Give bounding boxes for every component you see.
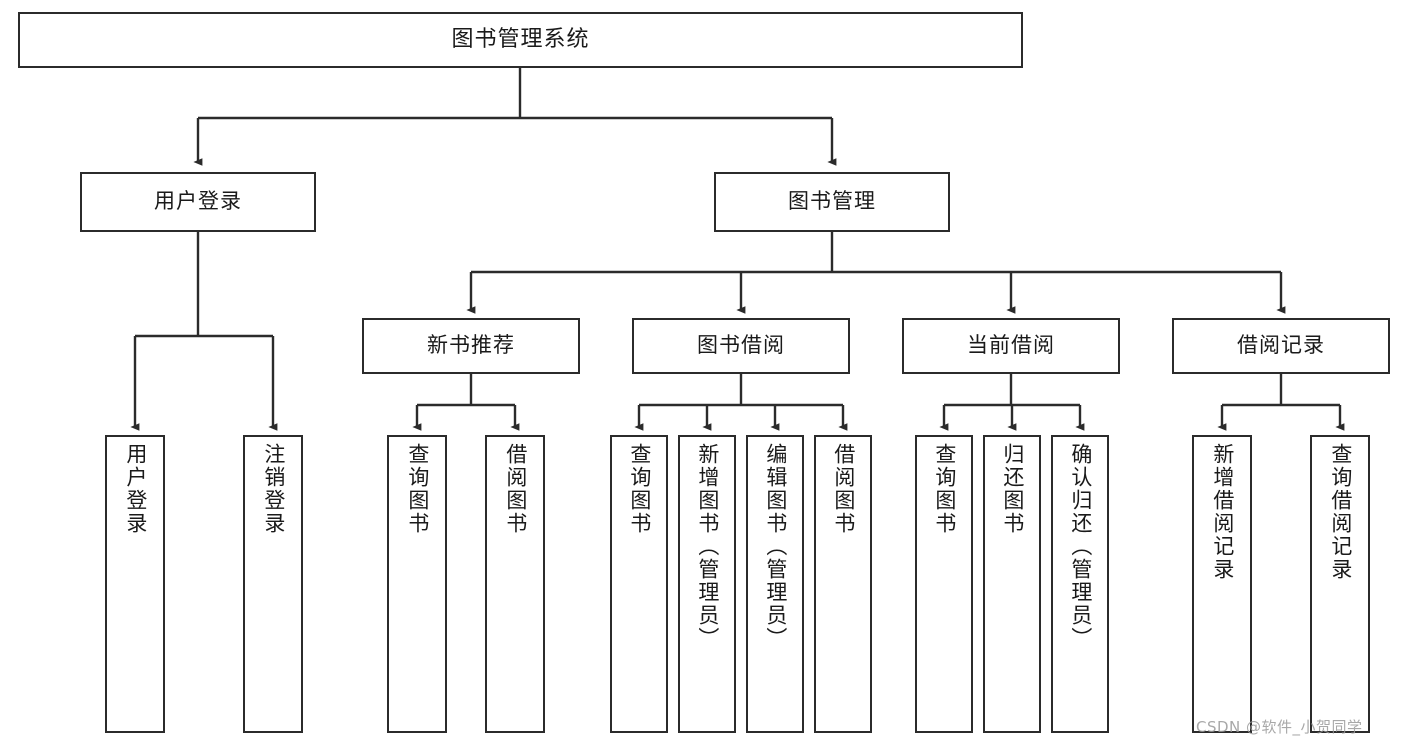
- node-current-borrow[interactable]: 当前借阅: [902, 318, 1120, 374]
- book-borrow-connectors: [634, 374, 848, 431]
- node-borrow-record[interactable]: 借阅记录: [1172, 318, 1390, 374]
- node-leaf-query-book-current-label: 查询图书: [932, 443, 957, 535]
- borrow-record-connectors: [1217, 374, 1345, 431]
- node-leaf-user-login[interactable]: 用户登录: [105, 435, 165, 733]
- node-new-book-recommend[interactable]: 新书推荐: [362, 318, 580, 374]
- root-connectors: [193, 68, 837, 166]
- node-leaf-edit-book-admin-label: 编辑图书（管理员）: [763, 443, 788, 650]
- node-book-manage-label: 图书管理: [788, 189, 876, 214]
- node-user-login-label: 用户登录: [154, 189, 242, 214]
- node-leaf-query-book-borrow-label: 查询图书: [627, 443, 652, 535]
- node-root[interactable]: 图书管理系统: [18, 12, 1023, 68]
- node-leaf-edit-book-admin[interactable]: 编辑图书（管理员）: [746, 435, 804, 733]
- node-leaf-query-book-current[interactable]: 查询图书: [915, 435, 973, 733]
- node-leaf-confirm-return-admin-label: 确认归还（管理员）: [1068, 443, 1093, 650]
- node-leaf-user-logout[interactable]: 注销登录: [243, 435, 303, 733]
- node-leaf-add-borrow-record[interactable]: 新增借阅记录: [1192, 435, 1252, 733]
- node-leaf-query-book-rec-label: 查询图书: [405, 443, 430, 535]
- user-login-connectors: [130, 232, 278, 431]
- current-borrow-connectors: [939, 374, 1085, 431]
- node-user-login[interactable]: 用户登录: [80, 172, 316, 232]
- node-leaf-return-book[interactable]: 归还图书: [983, 435, 1041, 733]
- node-book-borrow[interactable]: 图书借阅: [632, 318, 850, 374]
- node-book-borrow-label: 图书借阅: [697, 333, 785, 358]
- node-leaf-add-borrow-record-label: 新增借阅记录: [1210, 443, 1235, 581]
- node-leaf-borrow-book[interactable]: 借阅图书: [814, 435, 872, 733]
- node-leaf-query-book-rec[interactable]: 查询图书: [387, 435, 447, 733]
- node-leaf-user-logout-label: 注销登录: [261, 443, 286, 535]
- node-leaf-return-book-label: 归还图书: [1000, 443, 1025, 535]
- node-borrow-record-label: 借阅记录: [1237, 333, 1325, 358]
- node-leaf-add-book-admin[interactable]: 新增图书（管理员）: [678, 435, 736, 733]
- node-leaf-query-borrow-record[interactable]: 查询借阅记录: [1310, 435, 1370, 733]
- node-book-manage[interactable]: 图书管理: [714, 172, 950, 232]
- node-leaf-user-login-label: 用户登录: [123, 443, 148, 535]
- node-leaf-borrow-book-label: 借阅图书: [831, 443, 856, 535]
- new-book-connectors: [412, 374, 520, 431]
- node-leaf-borrow-book-rec-label: 借阅图书: [503, 443, 528, 535]
- node-current-borrow-label: 当前借阅: [967, 333, 1055, 358]
- book-manage-connectors: [466, 232, 1286, 314]
- node-leaf-borrow-book-rec[interactable]: 借阅图书: [485, 435, 545, 733]
- node-leaf-add-book-admin-label: 新增图书（管理员）: [695, 443, 720, 650]
- node-leaf-query-borrow-record-label: 查询借阅记录: [1328, 443, 1353, 581]
- node-leaf-query-book-borrow[interactable]: 查询图书: [610, 435, 668, 733]
- csdn-watermark: CSDN @软件_小贺同学: [1196, 718, 1363, 736]
- node-new-book-recommend-label: 新书推荐: [427, 333, 515, 358]
- node-leaf-confirm-return-admin[interactable]: 确认归还（管理员）: [1051, 435, 1109, 733]
- node-root-label: 图书管理系统: [451, 26, 590, 52]
